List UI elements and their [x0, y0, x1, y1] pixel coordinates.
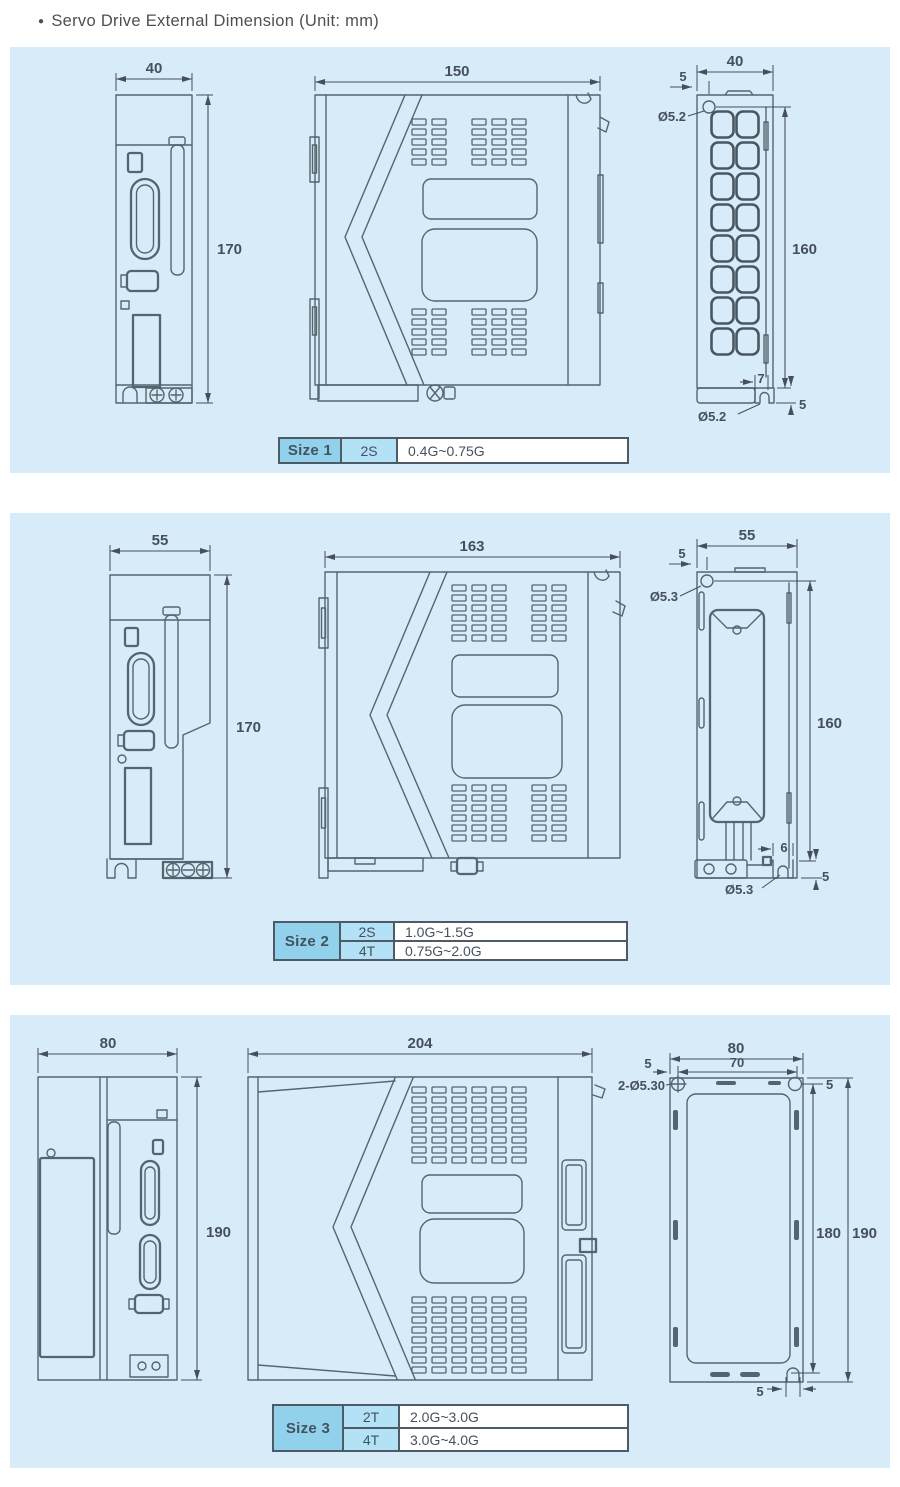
dim-back-bottom-offset: 5 — [799, 397, 806, 412]
dim-back-left-offset: 5 — [644, 1056, 651, 1071]
size2-drawing: 55 170 — [106, 527, 842, 897]
model-cell: 4T — [343, 1428, 399, 1451]
size3-front-view: 80 190 — [37, 1035, 231, 1381]
dim-front-width: 55 — [152, 532, 169, 549]
size1-front-view: 40 170 — [115, 60, 242, 404]
size3-panel: 80 190 204 — [10, 1015, 890, 1468]
size1-table: Size 1 2S 0.4G~0.75G — [278, 437, 629, 464]
size3-back-view: 80 70 5 2-Ø5.30 5 180 190 5 — [618, 1040, 877, 1399]
dim-back-width: 80 — [728, 1040, 745, 1057]
dim-back-height: 160 — [817, 715, 842, 732]
page-title-text: Servo Drive External Dimension (Unit: mm… — [51, 12, 380, 30]
dim-side-width: 163 — [459, 538, 484, 555]
dim-back-top-hole: Ø5.3 — [650, 589, 678, 604]
size2-panel: 55 170 — [10, 513, 890, 985]
dim-side-width: 204 — [407, 1035, 433, 1052]
size1-drawing: 40 170 — [115, 53, 817, 424]
dim-back-height: 160 — [792, 241, 817, 258]
dim-back-bottom-offset: 5 — [756, 1384, 763, 1399]
dim-back-slot-width: 6 — [780, 840, 787, 855]
dim-front-width: 80 — [100, 1035, 117, 1052]
dim-back-height: 190 — [852, 1225, 877, 1242]
power-range-cell: 3.0G~4.0G — [399, 1428, 628, 1451]
dim-back-slot-width: 7 — [757, 371, 764, 386]
dim-back-bottom-hole: Ø5.3 — [725, 882, 753, 897]
dim-back-inner-height: 180 — [816, 1225, 841, 1242]
power-range-cell: 0.75G~2.0G — [394, 941, 627, 960]
bullet-icon: ● — [38, 16, 45, 27]
dim-front-width: 40 — [146, 60, 163, 77]
power-range-cell: 1.0G~1.5G — [394, 922, 627, 941]
dim-back-width: 40 — [727, 53, 744, 70]
size2-table: Size 2 2S 1.0G~1.5G 4T 0.75G~2.0G — [273, 921, 628, 961]
dim-back-width: 55 — [739, 527, 756, 544]
size2-front-view: 55 170 — [106, 532, 261, 880]
size3-table: Size 3 2T 2.0G~3.0G 4T 3.0G~4.0G — [272, 1404, 629, 1452]
size2-side-view: 163 — [318, 538, 626, 879]
page-title: ● Servo Drive External Dimension (Unit: m… — [38, 12, 379, 31]
size2-back-view: 55 5 Ø5.3 160 6 5 Ø5.3 — [650, 527, 842, 897]
size-label-cell: Size 1 — [279, 438, 341, 463]
model-cell: 2S — [341, 438, 397, 463]
size1-side-view: 150 — [309, 63, 610, 402]
dim-back-bottom-hole: Ø5.2 — [698, 409, 726, 424]
dim-side-width: 150 — [444, 63, 469, 80]
dim-back-top-offset: 5 — [678, 546, 685, 561]
size3-drawing: 80 190 204 — [37, 1035, 877, 1399]
dim-back-top-hole: Ø5.2 — [658, 109, 686, 124]
model-cell: 2S — [340, 922, 394, 941]
model-cell: 4T — [340, 941, 394, 960]
size1-panel: 40 170 — [10, 47, 890, 473]
dim-back-holes: 2-Ø5.30 — [618, 1078, 665, 1093]
dim-back-inner-width: 70 — [730, 1055, 744, 1070]
dim-back-bottom-offset: 5 — [822, 869, 829, 884]
dim-front-height: 190 — [206, 1224, 231, 1241]
size-label-cell: Size 2 — [274, 922, 340, 960]
size-label-cell: Size 3 — [273, 1405, 343, 1451]
size3-side-view: 204 — [247, 1035, 606, 1381]
model-cell: 2T — [343, 1405, 399, 1428]
dim-front-height: 170 — [217, 241, 242, 258]
power-range-cell: 0.4G~0.75G — [397, 438, 628, 463]
dim-back-right-offset: 5 — [826, 1077, 833, 1092]
dim-back-top-offset: 5 — [679, 69, 686, 84]
size1-back-view: 40 5 Ø5.2 160 7 5 Ø5.2 — [658, 53, 817, 424]
power-range-cell: 2.0G~3.0G — [399, 1405, 628, 1428]
dim-front-height: 170 — [236, 719, 261, 736]
